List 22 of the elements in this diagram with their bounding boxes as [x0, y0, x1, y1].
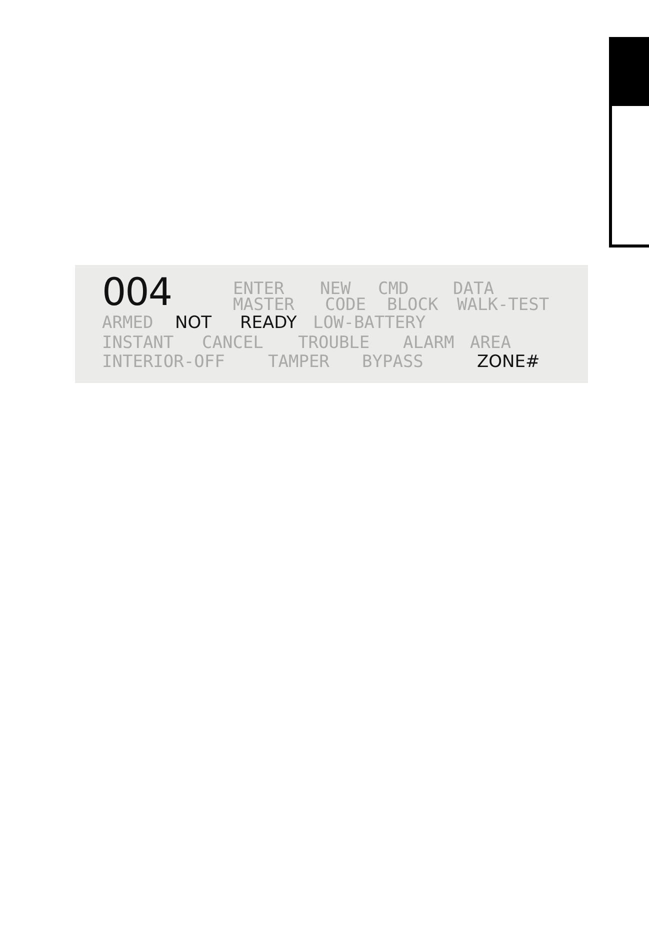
status-indicator: NOT	[175, 315, 212, 332]
unlit-indicator: DATA	[453, 281, 494, 298]
unlit-indicator: NEW	[320, 281, 351, 298]
unlit-indicator: MASTER	[233, 297, 294, 314]
status-indicator: READY	[240, 315, 297, 332]
unlit-indicator: CMD	[378, 281, 409, 298]
unlit-indicator: WALK-TEST	[457, 297, 550, 314]
unlit-indicator: AREA	[470, 335, 511, 352]
unlit-indicator: BLOCK	[387, 297, 438, 314]
unlit-indicator: CODE	[325, 297, 366, 314]
unlit-indicator: INSTANT	[102, 335, 174, 352]
unlit-indicator: ARMED	[102, 315, 154, 332]
unlit-indicator: TROUBLE	[298, 335, 370, 352]
unlit-indicator: LOW-BATTERY	[313, 315, 426, 332]
unlit-indicator: BYPASS	[362, 354, 424, 371]
unlit-indicator: ALARM	[403, 335, 454, 352]
unlit-indicator: TAMPER	[268, 354, 330, 371]
zone-number-readout: 004	[102, 273, 172, 311]
status-indicator: ZONE#	[477, 354, 540, 371]
unlit-indicator: ENTER	[233, 281, 284, 298]
unlit-indicator: CANCEL	[202, 335, 264, 352]
unlit-indicator: INTERIOR-OFF	[102, 354, 225, 371]
